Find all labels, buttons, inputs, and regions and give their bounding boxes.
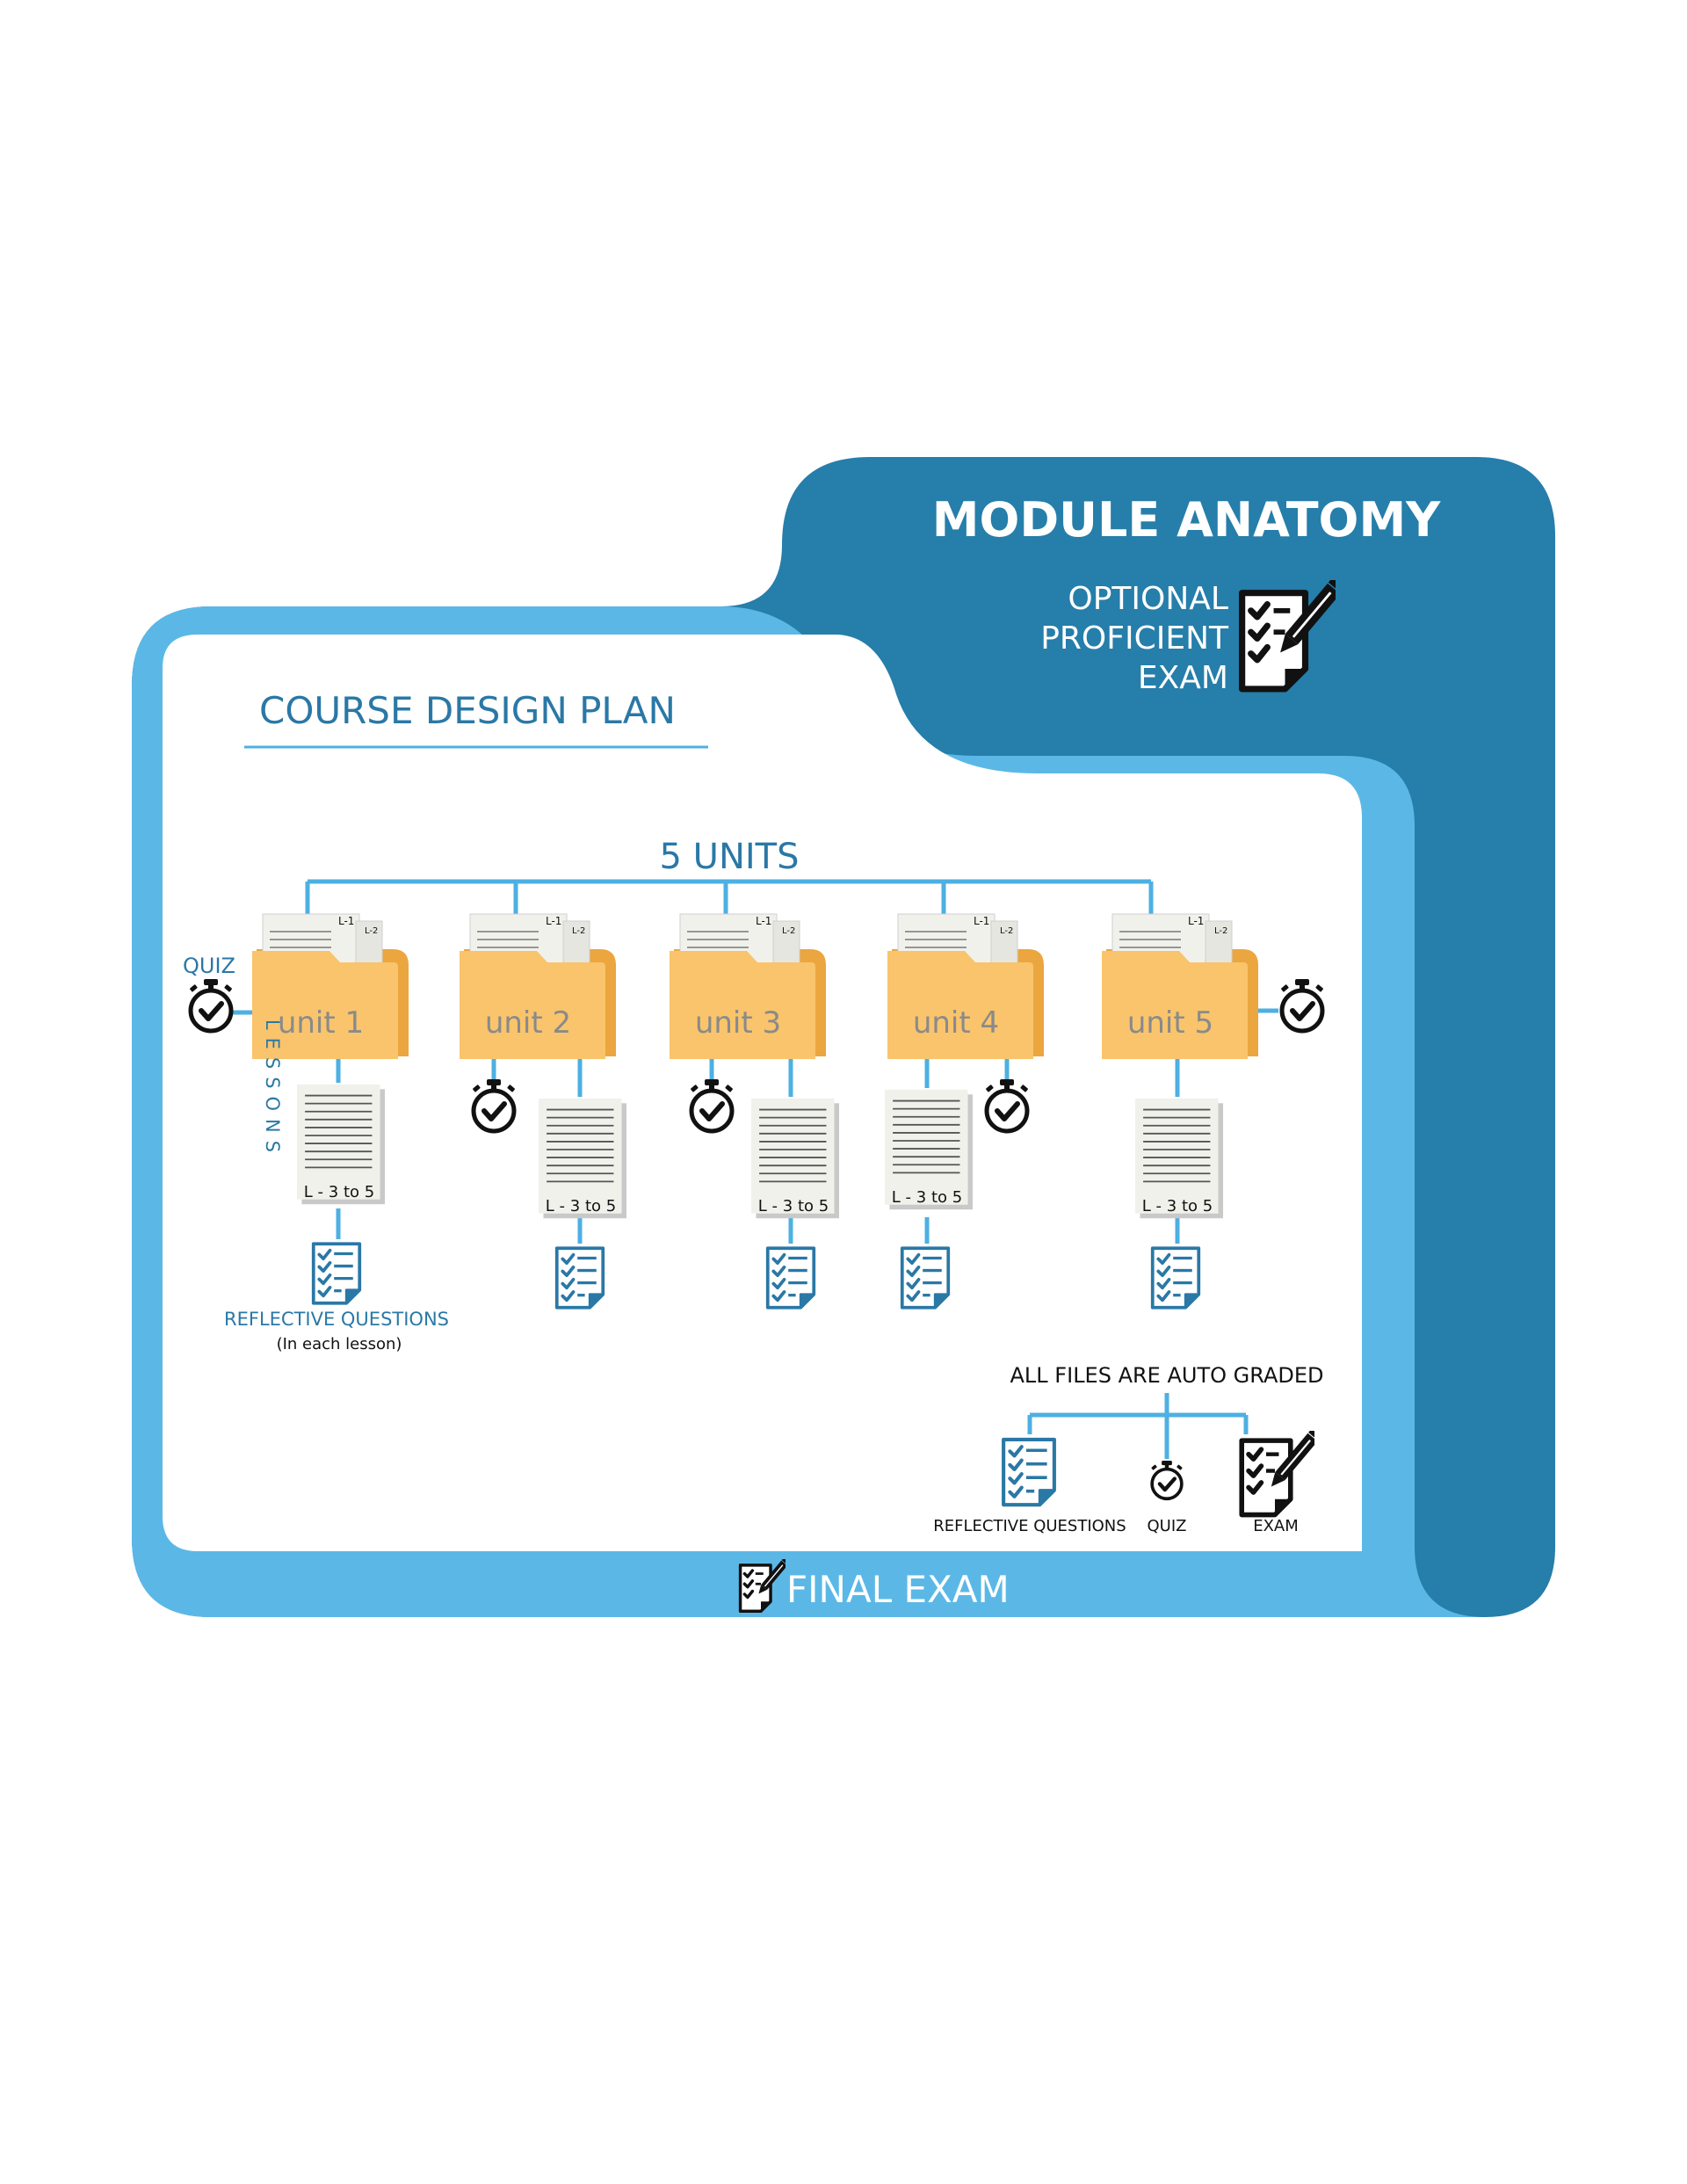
lesson-page-3: L - 3 to 5 [751,1097,839,1220]
unit-label: unit 2 [485,1005,571,1041]
quiz-label: QUIZ [183,954,235,978]
unit-folder-3[interactable]: L-1L-2 unit 3 [670,913,826,1059]
in-each-lesson-label: (In each lesson) [277,1335,402,1353]
checklist-document-icon [554,1246,605,1310]
unit-folder-1[interactable]: L-1L-2 unit 1 [252,913,409,1059]
unit-label: unit 5 [1127,1005,1213,1041]
lesson-tab-1: L-1 [756,915,771,927]
folder-icon [887,951,1033,1059]
lesson-tab-1: L-1 [546,915,561,927]
final-exam-label: FINAL EXAM [786,1568,1010,1611]
folder-icon [460,951,605,1059]
lesson-connectors [230,1008,1278,1244]
folder-icon [670,951,815,1059]
lesson-page-2: L - 3 to 5 [539,1097,626,1220]
pages-layer: L - 3 to 5 L - 3 to 5 L - 3 to 5 L - 3 to 5… [297,1083,1223,1220]
lesson-sheet-2 [1205,920,1233,968]
optional-exam-line-1: OPTIONAL [1068,581,1228,617]
lesson-tab-1: L-1 [974,915,989,927]
legend-reflective-label: REFLECTIVE QUESTIONS [933,1517,1126,1535]
module-title: MODULE ANATOMY [932,492,1441,548]
stopwatch-check-icon [1281,979,1324,1031]
folder-icon [252,951,398,1059]
units-connector [305,879,1154,914]
lesson-range-label: L - 3 to 5 [1142,1197,1213,1215]
unit-label: unit 4 [913,1005,999,1041]
lesson-sheet-2 [355,920,383,968]
unit-folder-4[interactable]: L-1L-2 unit 4 [887,913,1044,1059]
lesson-tab-2: L-2 [365,926,378,936]
stopwatch-check-icon [691,1079,734,1131]
lesson-range-label: L - 3 to 5 [546,1197,616,1215]
lesson-sheet-2 [990,920,1018,968]
lesson-tab-2: L-2 [572,926,585,936]
lesson-tab-2: L-2 [1000,926,1013,936]
checklist-document-icon [765,1246,816,1310]
lesson-tab-2: L-2 [782,926,795,936]
lesson-tab-1: L-1 [338,915,354,927]
legend-quiz-label: QUIZ [1148,1517,1187,1535]
unit-folder-2[interactable]: L-1L-2 unit 2 [460,913,616,1059]
lesson-range-label: L - 3 to 5 [892,1188,962,1207]
legend-connector [1027,1393,1249,1459]
stopwatch-check-icon [190,979,233,1031]
checklist-document-icon [1150,1246,1201,1310]
reflective-questions-label: REFLECTIVE QUESTIONS [224,1309,449,1330]
lesson-page-1: L - 3 to 5 [297,1083,385,1206]
optional-exam-line-3: EXAM [1138,660,1228,696]
lesson-page-5: L - 3 to 5 [1135,1097,1223,1220]
lesson-sheet-2 [772,920,800,968]
lesson-tab-2: L-2 [1214,926,1227,936]
lesson-sheet-2 [562,920,590,968]
lessons-vertical-label: LESSONS [262,1019,283,1160]
stopwatch-check-icon [473,1079,516,1131]
content-panel [163,635,1362,1551]
lesson-tab-1: L-1 [1188,915,1204,927]
folder-icon [1102,951,1248,1059]
unit-folder-5[interactable]: L-1L-2 unit 5 [1102,913,1258,1059]
optional-exam-line-2: PROFICIENT [1040,620,1229,657]
unit-label: unit 1 [278,1005,364,1041]
legend-exam-label: EXAM [1253,1517,1299,1535]
checklist-document-icon [900,1246,951,1310]
lesson-range-label: L - 3 to 5 [304,1183,374,1201]
lesson-page-4: L - 3 to 5 [885,1088,973,1211]
legend-checklist-icon [1003,1440,1054,1505]
stopwatch-check-icon [986,1079,1029,1131]
lesson-range-label: L - 3 to 5 [758,1197,829,1215]
legend-title: ALL FILES ARE AUTO GRADED [1010,1363,1324,1388]
units-label: 5 UNITS [660,837,800,877]
unit-label: unit 3 [695,1005,781,1041]
legend-stopwatch-icon [1151,1461,1183,1498]
checklist-document-icon [311,1242,362,1305]
plan-title: COURSE DESIGN PLAN [259,689,676,732]
